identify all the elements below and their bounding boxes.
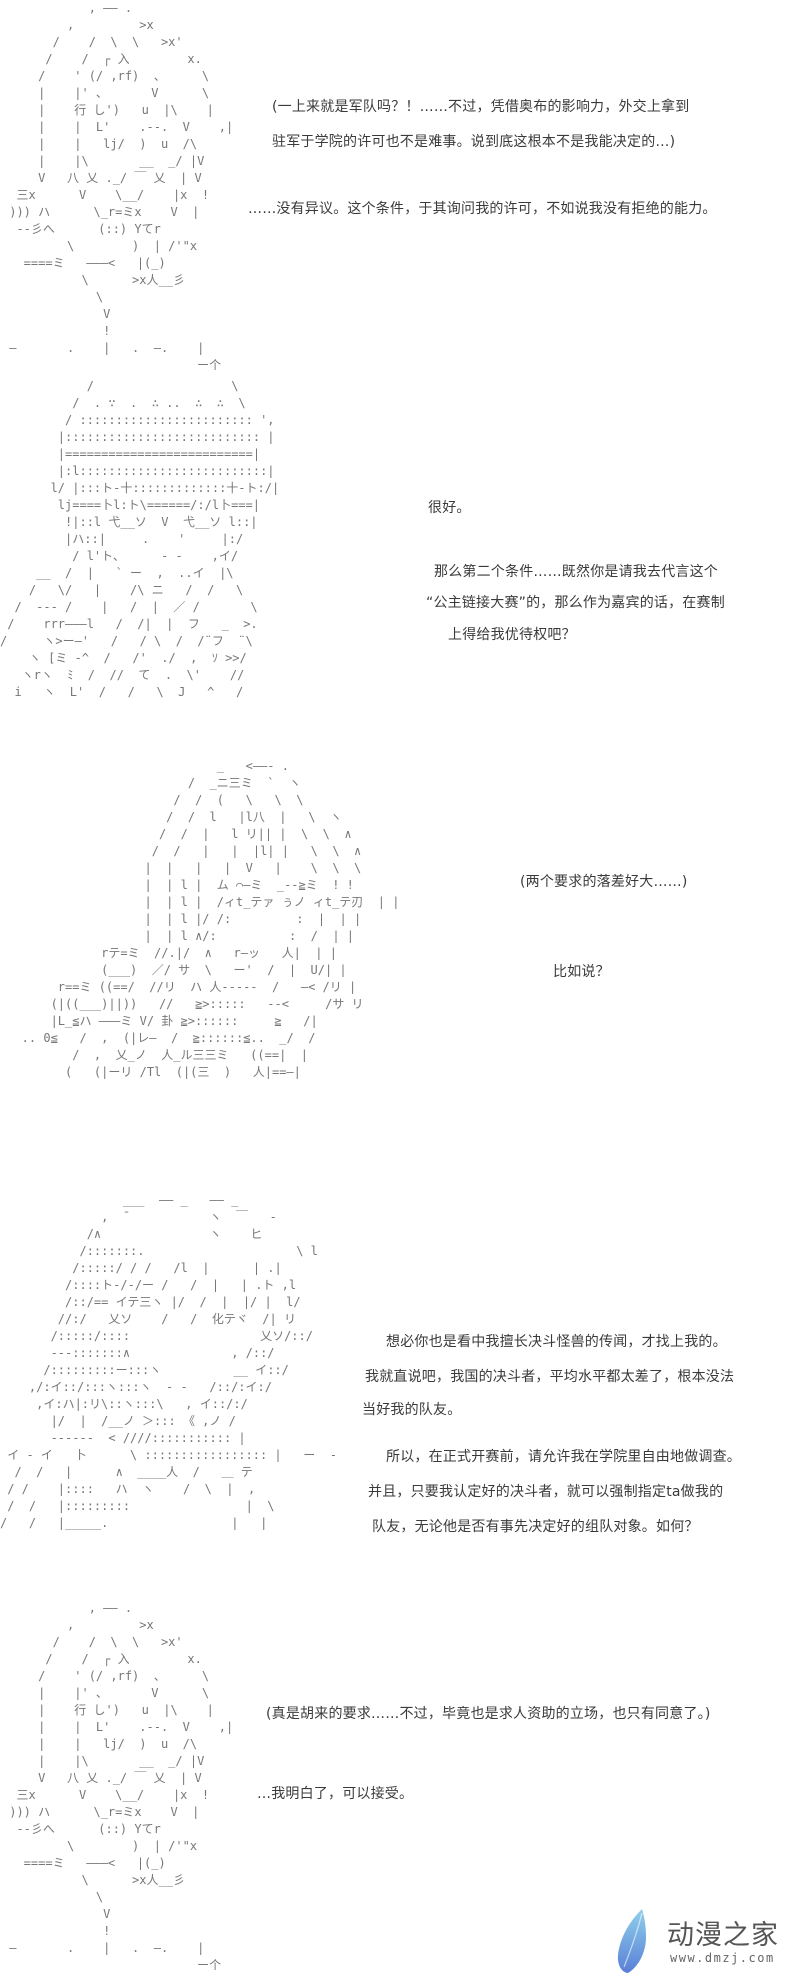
watermark-url: www.dmzj.com — [670, 1951, 775, 1965]
dialogue-line: 并且，只要我认定好的决斗者，就可以强制指定ta做我的 — [368, 1484, 724, 1500]
dialogue-line: 比如说？ — [553, 964, 610, 980]
dialogue-line: 当好我的队友。 — [362, 1402, 462, 1418]
feather-icon — [617, 1909, 646, 1973]
dialogue-line: 我就直说吧，我国的决斗者，平均水平都太差了，根本没法 — [365, 1369, 735, 1385]
dialogue-line: (一上来就是军队吗？！……不过，凭借奥布的影响力，外交上拿到 — [272, 99, 690, 115]
ascii-art-character: , ―― . , >x / / \ \ >x' / / ┌ 入 x. / ' (… — [9, 1601, 234, 1972]
ascii-art-character: ___ ―― _ ―― _ , ̄ ヽ ￣ ‐ /∧ ヽ ヒ /:::::::.… — [0, 1193, 337, 1530]
dialogue-line: 那么第二个条件……既然你是请我去代言这个 — [434, 564, 718, 580]
dmzj-watermark-logo: 动漫之家 www.dmzj.com — [612, 1905, 797, 1980]
watermark-title: 动漫之家 — [667, 1920, 779, 1951]
dialogue-line: “公主链接大赛”的，那么作为嘉宾的话，在赛制 — [426, 595, 725, 611]
dialogue-line: ……没有异议。这个条件，于其询问我的许可，不如说我没有拒绝的能力。 — [248, 201, 717, 217]
ascii-art-character: _ <――- . / _ニ三ミ ` ヽ / / ( \ \ \ / / l |l… — [21, 759, 400, 1079]
ascii-art-character: / \ / . ∵ . ∴ .. ∴ ∴ \ / :::::::::::::::… — [0, 379, 280, 699]
dialogue-line: 所以，在正式开赛前，请允许我在学院里自由地做调查。 — [386, 1449, 741, 1465]
dialogue-line: 队友，无论他是否有事先决定好的组队对象。如何？ — [372, 1519, 699, 1535]
dialogue-line: 驻军于学院的许可也不是难事。说到底这根本不是我能决定的…) — [272, 134, 676, 150]
dialogue-line: …我明白了，可以接受。 — [257, 1786, 414, 1802]
dialogue-line: (两个要求的落差好大……) — [520, 874, 688, 890]
ascii-art-character: , ―― . , >x / / \ \ >x' / / ┌ 入 x. / ' (… — [9, 1, 234, 372]
dialogue-line: 上得给我优待权吧？ — [448, 627, 576, 643]
dialogue-line: 想必你也是看中我擅长决斗怪兽的传闻，才找上我的。 — [386, 1334, 727, 1350]
dialogue-line: (真是胡来的要求……不过，毕竟也是求人资助的立场，也只有同意了。) — [266, 1706, 711, 1722]
dialogue-line: 很好。 — [428, 500, 471, 516]
